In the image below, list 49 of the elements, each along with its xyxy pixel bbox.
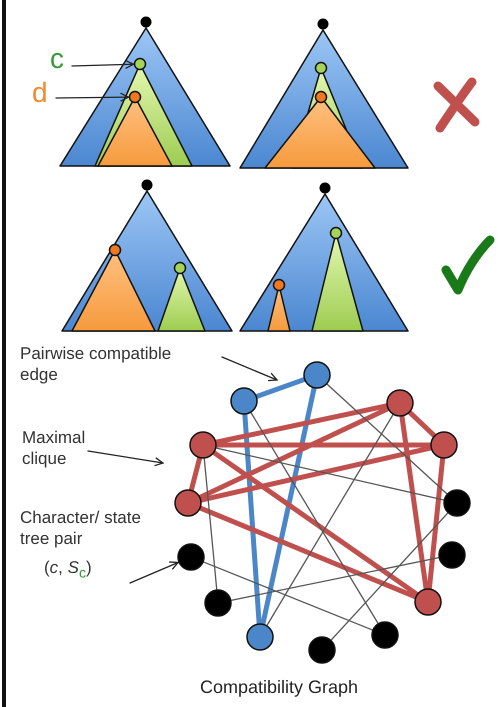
callout-text: Pairwise compatible edge xyxy=(20,343,172,385)
graph-edge xyxy=(214,442,432,448)
callout-text: (c, S$_{c}$) xyxy=(43,557,93,584)
graph-edge xyxy=(426,456,446,591)
graph-edge xyxy=(199,446,433,502)
node-letter: c xyxy=(50,44,65,74)
graph-edge xyxy=(198,506,418,600)
caption: Compatibility Graph xyxy=(200,677,358,698)
graph-node xyxy=(308,636,336,664)
callout-text: Maximal clique xyxy=(22,427,86,469)
node-letter: d xyxy=(32,78,49,108)
graph-node xyxy=(174,489,202,517)
graph-edge xyxy=(189,456,202,492)
graph-edge xyxy=(408,410,436,438)
graph-node xyxy=(303,361,331,389)
callout-text: Character/ state tree pair xyxy=(20,507,142,549)
graph-edge xyxy=(250,412,378,624)
leader-arrow xyxy=(221,356,278,382)
graph-edge xyxy=(400,414,428,591)
graph-node xyxy=(246,623,274,651)
graph-edge xyxy=(198,406,390,500)
graph-node xyxy=(371,621,399,649)
graph-edge xyxy=(242,412,262,626)
leader-arrow xyxy=(87,450,164,466)
leader-arrow xyxy=(129,561,179,584)
leader-arrow xyxy=(55,92,130,102)
graph-node xyxy=(230,387,258,415)
graph-edge xyxy=(260,386,316,626)
graph-edge xyxy=(204,458,218,590)
graph-node xyxy=(386,389,414,417)
graph-node xyxy=(443,489,471,517)
graph-edge xyxy=(231,557,439,601)
graph-node xyxy=(128,90,142,104)
graph-edge xyxy=(214,403,389,445)
graph-node xyxy=(438,541,466,569)
graph-node xyxy=(134,58,146,70)
graph-node xyxy=(430,431,458,459)
graph-node xyxy=(189,431,217,459)
leader-arrow xyxy=(71,60,134,70)
graph-node xyxy=(414,588,442,616)
graph-edge xyxy=(254,377,306,399)
graph-edge xyxy=(266,414,394,626)
graph-node xyxy=(204,589,232,617)
graph-node xyxy=(177,543,205,571)
graph-edge xyxy=(203,562,373,630)
graph-edge xyxy=(212,450,419,596)
graph-edge xyxy=(216,447,444,501)
graph-edge xyxy=(326,384,448,494)
graph-edge xyxy=(330,512,448,640)
